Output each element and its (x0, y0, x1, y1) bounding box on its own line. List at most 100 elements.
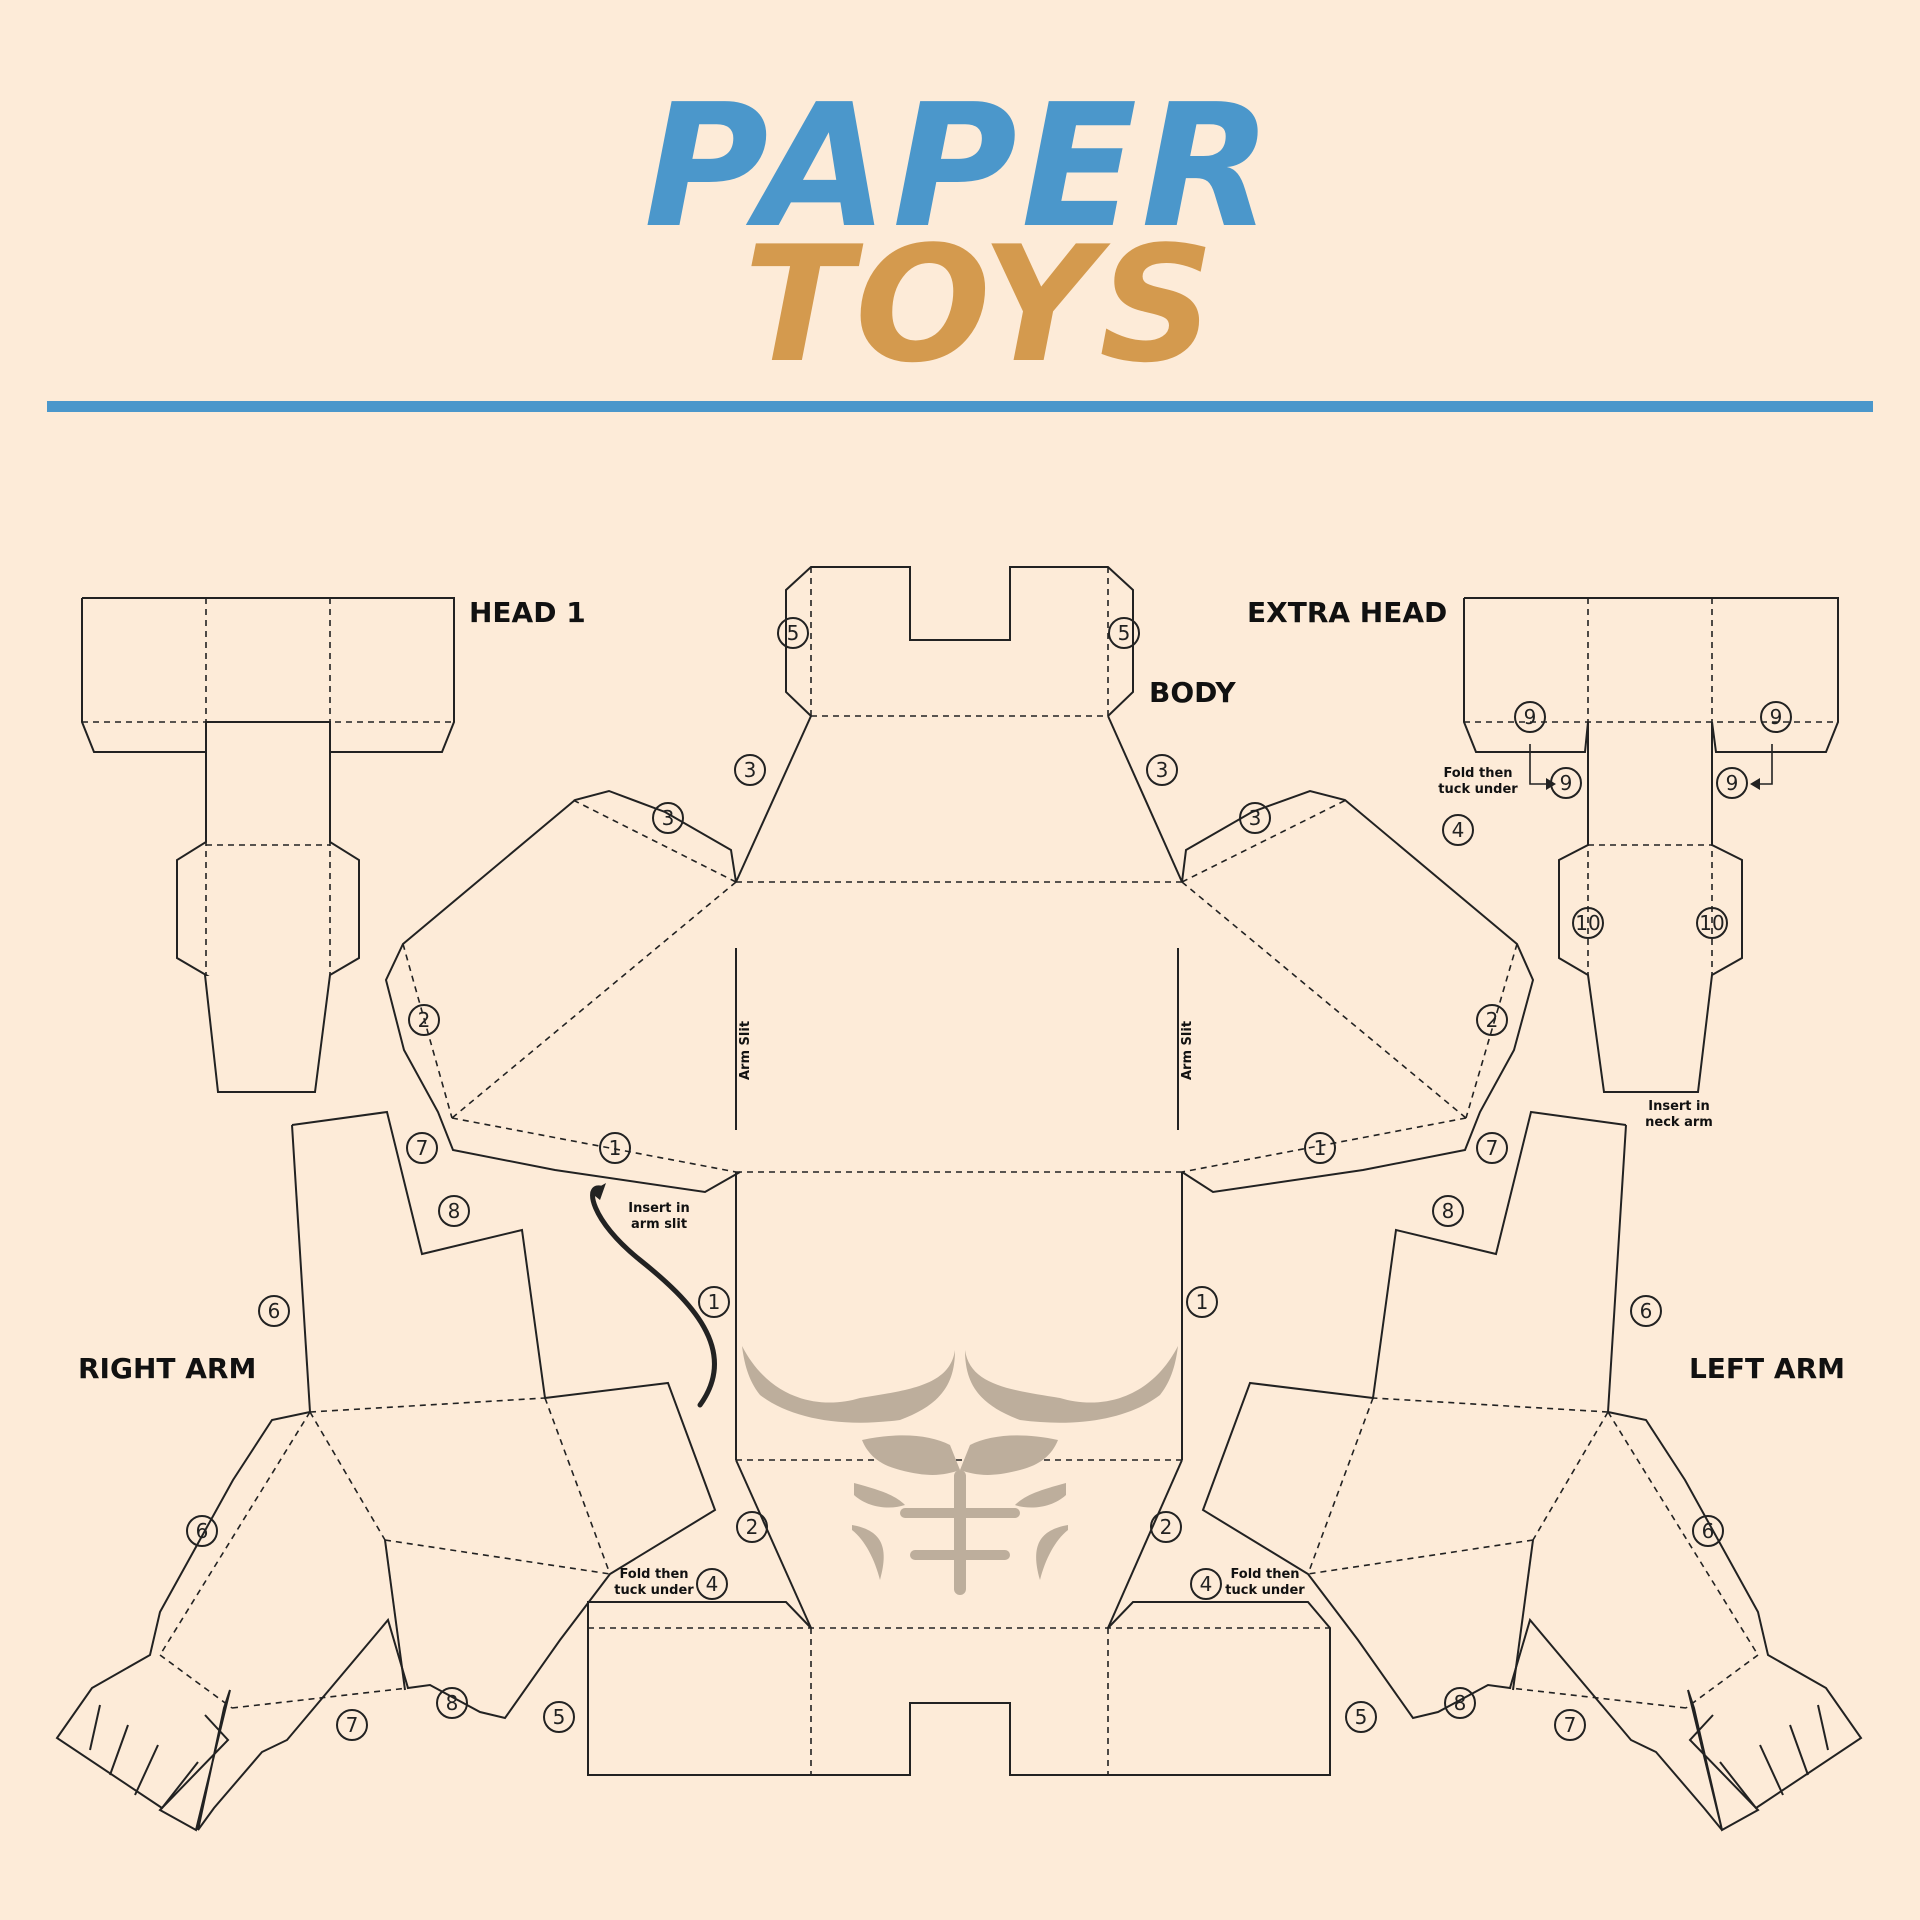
tab-number-marker: 2 (736, 1511, 768, 1543)
note-fold-tuck-head-2: tuck under (1438, 782, 1518, 797)
tab-number-marker: 1 (1186, 1286, 1218, 1318)
tab-number-marker: 3 (652, 802, 684, 834)
note-insert-arm-slit-2: arm slit (631, 1217, 687, 1232)
tab-number-marker: 7 (1476, 1132, 1508, 1164)
head1-piece (81, 597, 455, 1093)
label-head1: HEAD 1 (469, 596, 586, 629)
tab-number-marker: 10 (1572, 907, 1604, 939)
tab-number-label: 5 (787, 621, 800, 645)
tab-number-label: 4 (1452, 818, 1465, 842)
tab-number-label: 8 (448, 1199, 461, 1223)
body-piece (384, 566, 1535, 1776)
insert-arrow (590, 1183, 718, 1408)
tab-number-label: 5 (1118, 621, 1131, 645)
tab-number-label: 7 (1486, 1136, 1499, 1160)
tab-number-label: 1 (609, 1136, 622, 1160)
tab-number-label: 10 (1699, 911, 1724, 935)
tab-number-marker: 1 (698, 1286, 730, 1318)
note-insert-arm-slit-1: Insert in (628, 1201, 690, 1216)
tab-number-marker: 2 (408, 1004, 440, 1036)
tab-number-marker: 7 (406, 1132, 438, 1164)
tab-number-label: 2 (746, 1515, 759, 1539)
tab-number-label: 4 (706, 1572, 719, 1596)
tab-number-label: 3 (1156, 758, 1169, 782)
tab-number-marker: 9 (1760, 701, 1792, 733)
note-fold-tuck-left-1: Fold then (619, 1567, 688, 1582)
note-insert-neck-1: Insert in (1648, 1099, 1710, 1114)
tab-number-marker: 9 (1514, 701, 1546, 733)
title-paper: PAPER (644, 68, 1276, 266)
extra-head-piece (1463, 597, 1839, 1093)
tab-number-label: 9 (1560, 771, 1573, 795)
note-fold-tuck-head-1: Fold then (1443, 766, 1512, 781)
tab-number-marker: 1 (1304, 1132, 1336, 1164)
tab-number-marker: 6 (258, 1295, 290, 1327)
tab-number-label: 5 (1355, 1705, 1368, 1729)
tab-number-label: 7 (346, 1713, 359, 1737)
note-insert-neck-2: neck arm (1645, 1115, 1713, 1130)
tab-number-label: 8 (1442, 1199, 1455, 1223)
tab-number-marker: 1 (599, 1132, 631, 1164)
tab-number-label: 3 (662, 806, 675, 830)
tab-number-marker: 5 (1108, 617, 1140, 649)
tab-number-marker: 8 (436, 1687, 468, 1719)
note-fold-tuck-left-2: tuck under (614, 1583, 694, 1598)
tab-number-label: 1 (1314, 1136, 1327, 1160)
tab-number-label: 3 (1249, 806, 1262, 830)
tab-number-marker: 4 (1442, 814, 1474, 846)
tab-number-marker: 5 (777, 617, 809, 649)
tab-number-label: 6 (1702, 1519, 1715, 1543)
tab-number-label: 8 (446, 1691, 459, 1715)
note-fold-tuck-right-2: tuck under (1225, 1583, 1305, 1598)
header-divider (47, 401, 1873, 412)
tab-number-marker: 2 (1476, 1004, 1508, 1036)
tab-number-label: 4 (1200, 1572, 1213, 1596)
tab-number-marker: 8 (1432, 1195, 1464, 1227)
tab-number-marker: 5 (1345, 1701, 1377, 1733)
tab-number-marker: 8 (438, 1195, 470, 1227)
label-right-arm: RIGHT ARM (78, 1352, 256, 1385)
tab-number-marker: 8 (1444, 1687, 1476, 1719)
tab-number-label: 9 (1726, 771, 1739, 795)
tab-number-marker: 9 (1716, 767, 1748, 799)
tab-number-label: 2 (418, 1008, 431, 1032)
tab-number-marker: 4 (696, 1568, 728, 1600)
tab-number-marker: 2 (1150, 1511, 1182, 1543)
note-arm-slit-left: Arm Slit (738, 1021, 753, 1080)
tab-number-label: 1 (708, 1290, 721, 1314)
label-left-arm: LEFT ARM (1689, 1352, 1845, 1385)
title-toys: TOYS (744, 211, 1217, 398)
tab-number-markers: 5 5 3 3 3 3 2 2 1 1 1 1 7 7 8 8 6 6 6 6 2 2 4 4 4 5 5 7 7 8 8 9 9 9 9 10 10 (186, 617, 1792, 1741)
tab-number-marker: 6 (1630, 1295, 1662, 1327)
tab-number-label: 7 (1564, 1713, 1577, 1737)
tab-number-marker: 4 (1190, 1568, 1222, 1600)
tab-number-label: 3 (744, 758, 757, 782)
tab-number-marker: 3 (1239, 802, 1271, 834)
tab-number-label: 2 (1486, 1008, 1499, 1032)
tab-number-marker: 3 (734, 754, 766, 786)
abs-muscle-art (742, 1346, 1178, 1595)
tab-number-label: 6 (1640, 1299, 1653, 1323)
tab-number-marker: 7 (1554, 1709, 1586, 1741)
tab-number-label: 6 (268, 1299, 281, 1323)
tab-number-label: 9 (1524, 705, 1537, 729)
tab-number-marker: 6 (186, 1515, 218, 1547)
left-arm-piece (1201, 1110, 1863, 1832)
tab-number-label: 5 (553, 1705, 566, 1729)
tab-number-label: 8 (1454, 1691, 1467, 1715)
tab-number-label: 10 (1575, 911, 1600, 935)
tab-number-marker: 7 (336, 1709, 368, 1741)
note-fold-tuck-right-1: Fold then (1230, 1567, 1299, 1582)
tab-number-label: 2 (1160, 1515, 1173, 1539)
tab-number-label: 9 (1770, 705, 1783, 729)
tab-number-label: 7 (416, 1136, 429, 1160)
label-body: BODY (1149, 676, 1236, 709)
note-arm-slit-right: Arm Slit (1180, 1021, 1195, 1080)
tab-number-marker: 10 (1696, 907, 1728, 939)
right-arm-piece (55, 1110, 717, 1832)
tab-number-label: 1 (1196, 1290, 1209, 1314)
tab-number-marker: 9 (1550, 767, 1582, 799)
tab-number-label: 6 (196, 1519, 209, 1543)
label-extra-head: EXTRA HEAD (1247, 596, 1447, 629)
